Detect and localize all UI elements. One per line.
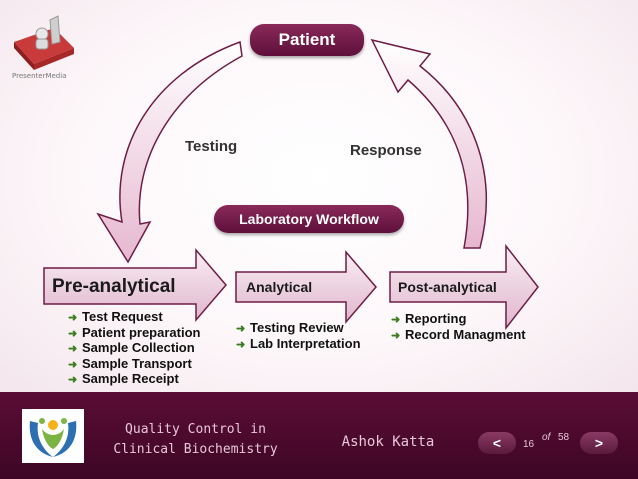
bullet-arrow-icon: ➜: [391, 314, 401, 326]
post-analytical-chevron: [389, 243, 539, 331]
analytical-list: ➜Testing Review ➜Lab Interpretation: [236, 320, 361, 351]
next-slide-button[interactable]: >: [580, 432, 618, 454]
slide-canvas: PresenterMedia Patient Testing Response …: [0, 0, 638, 392]
pre-analytical-title: Pre-analytical: [52, 276, 176, 297]
list-item: ➜Sample Collection: [68, 340, 200, 356]
footer-title-line2: Clinical Biochemistry: [113, 442, 278, 457]
response-label: Response: [350, 142, 422, 159]
list-item: ➜Sample Transport: [68, 356, 200, 372]
patient-pill: Patient: [250, 24, 364, 56]
post-analytical-list: ➜Reporting ➜Record Managment: [391, 311, 526, 342]
page-total: 58: [558, 432, 570, 443]
analytical-chevron: [235, 249, 377, 325]
post-analytical-title: Post-analytical: [398, 279, 497, 295]
list-item: ➜Testing Review: [236, 320, 361, 336]
presenter-logo-text: PresenterMedia: [12, 72, 66, 80]
bullet-arrow-icon: ➜: [68, 327, 78, 340]
bullet-arrow-icon: ➜: [68, 374, 78, 386]
response-curve-arrow: [370, 38, 487, 249]
bullet-arrow-icon: ➜: [236, 323, 246, 335]
page-of-label: of: [542, 432, 551, 443]
bullet-arrow-icon: ➜: [391, 329, 401, 342]
footer-author: Ashok Katta: [341, 434, 435, 450]
list-item: ➜Patient preparation: [68, 325, 200, 341]
bullet-arrow-icon: ➜: [236, 338, 246, 351]
workflow-arrows: [43, 38, 539, 331]
list-item: ➜Test Request: [68, 309, 200, 325]
footer-bar: Quality Control in Clinical Biochemistry…: [0, 392, 638, 479]
pre-analytical-list: ➜Test Request ➜Patient preparation ➜Samp…: [68, 309, 200, 387]
page-current: 16: [523, 439, 535, 450]
testing-curve-arrow: [96, 40, 243, 264]
list-item: ➜Reporting: [391, 311, 526, 327]
analytical-title: Analytical: [246, 279, 313, 295]
prev-slide-button[interactable]: <: [478, 432, 516, 454]
bullet-arrow-icon: ➜: [68, 358, 78, 371]
testing-label: Testing: [185, 138, 238, 155]
laboratory-workflow-pill: Laboratory Workflow: [214, 205, 404, 233]
list-item: ➜Lab Interpretation: [236, 336, 361, 352]
presenter-logo-icon: PresenterMedia: [6, 6, 78, 82]
bullet-arrow-icon: ➜: [68, 343, 78, 355]
pre-analytical-chevron: [43, 247, 227, 323]
bullet-arrow-icon: ➜: [68, 312, 78, 324]
hands-logo-icon: [22, 409, 84, 463]
list-item: ➜Record Managment: [391, 327, 526, 343]
footer-title-line1: Quality Control in: [125, 422, 266, 437]
list-item: ➜Sample Receipt: [68, 371, 200, 387]
